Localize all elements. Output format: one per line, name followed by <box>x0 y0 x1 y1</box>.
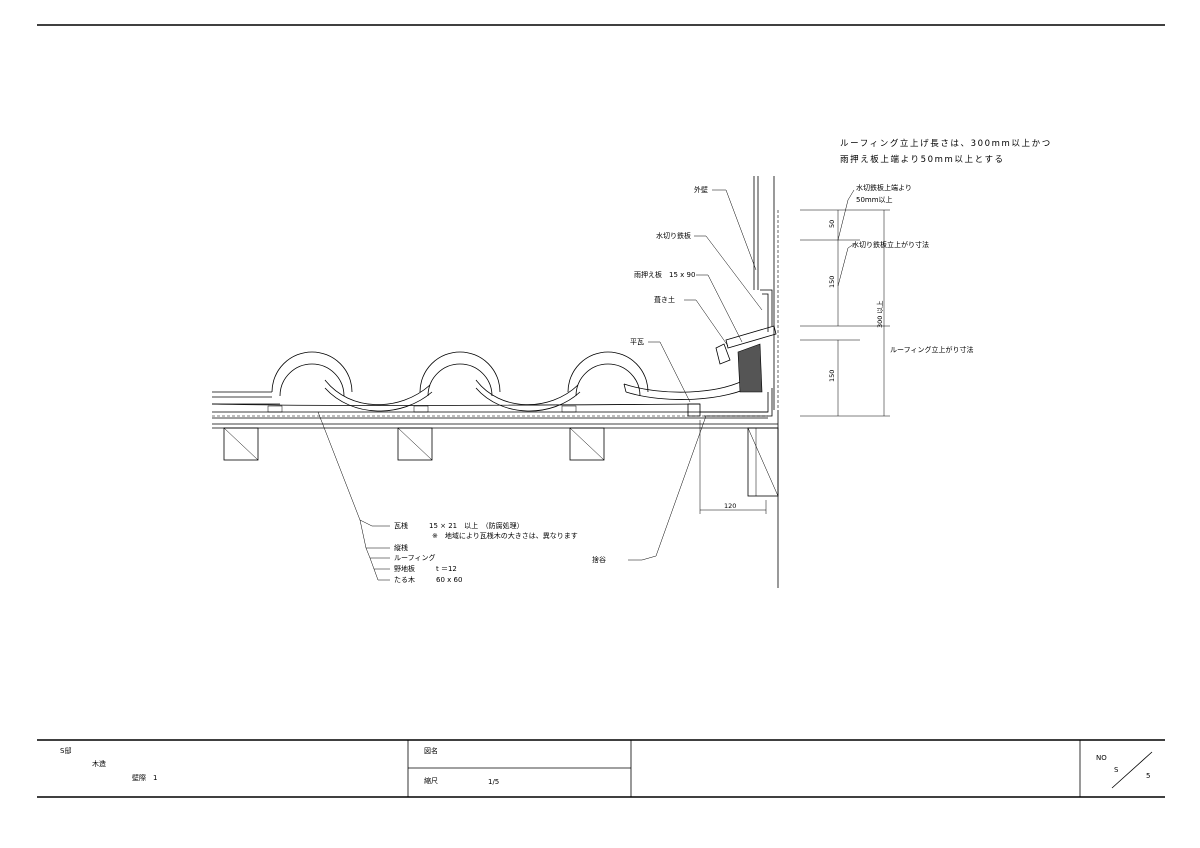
wall-junction <box>687 176 779 588</box>
label-kawarazan-note: ※ 地域により瓦桟木の大きさは、異なります <box>432 531 578 540</box>
dimension-120 <box>699 420 767 514</box>
tb-no-label: NO <box>1096 754 1107 762</box>
label-sutetani: 捨谷 <box>592 555 606 564</box>
label-nojiita: 野地板 t ＝12 <box>394 564 457 573</box>
note-line-2: 雨押え板上端より50mm以上とする <box>840 154 1005 165</box>
label-nanko: 葺き土 <box>654 295 675 304</box>
roof-deck <box>212 411 778 429</box>
dimension-lines-right <box>800 189 890 417</box>
tb-sheet-s: S <box>1114 766 1119 774</box>
tb-scale-label: 縮尺 <box>424 776 438 785</box>
label-nagesan: 縦桟 <box>394 543 408 552</box>
dim-150-lower: 150 <box>828 370 836 382</box>
rafters <box>223 427 605 461</box>
dim-150-upper: 150 <box>828 276 836 288</box>
dim-note-kirikoi-top-1: 水切鉄板上端より <box>856 183 912 192</box>
dim-50: 50 <box>828 220 836 228</box>
dim-120: 120 <box>724 502 736 510</box>
tb-structure: 木造 <box>92 759 106 768</box>
label-roofing: ルーフィング <box>394 553 435 562</box>
dim-300: 300 以上 <box>875 300 884 328</box>
tb-company: S邸 <box>60 747 71 755</box>
label-amaosae: 雨押え板 15 x 90 <box>634 270 695 279</box>
tb-sheet-num: 5 <box>1146 772 1150 780</box>
label-roofing-height: ルーフィング立上がり寸法 <box>890 345 973 354</box>
dim-note-kirikoi-top-2: 50mm以上 <box>856 195 893 204</box>
tile-battens <box>267 405 577 413</box>
tb-drawing-name-label: 図名 <box>424 746 438 755</box>
label-taruki: たる木 60 x 60 <box>394 575 462 584</box>
label-kirikoi-height: 水切り鉄板立上がり寸法 <box>852 240 929 249</box>
label-kawarazan: 瓦桟 15 × 21 以上 （防腐処理） <box>394 521 524 530</box>
note-line-1: ルーフィング立上げ長さは、300mm以上かつ <box>840 138 1052 149</box>
label-hiragawara: 平瓦 <box>630 338 644 346</box>
upper-leaders <box>648 189 763 403</box>
tb-part: 壁際 1 <box>132 773 157 782</box>
tb-scale-value: 1/5 <box>488 778 499 786</box>
roof-tiles <box>211 351 757 412</box>
lower-leaders <box>317 411 707 581</box>
label-kirikoi: 水切り鉄板 <box>656 231 691 240</box>
title-block <box>37 739 1165 798</box>
label-outer-wall: 外壁 <box>694 185 708 194</box>
